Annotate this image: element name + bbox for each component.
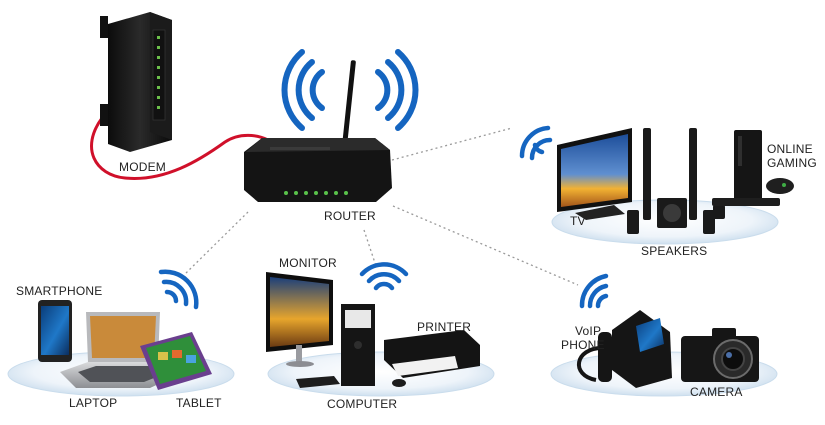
wifi-icon	[359, 262, 409, 291]
tv-icon	[557, 128, 632, 220]
link-router-mobile	[183, 211, 249, 276]
online-gaming-label-line2: GAMING	[767, 156, 817, 170]
network-links	[183, 127, 579, 286]
link-router-phone	[392, 205, 579, 286]
printer-label: PRINTER	[417, 320, 472, 334]
speakers-label: SPEAKERS	[641, 244, 708, 258]
router-label: ROUTER	[324, 209, 376, 223]
game-console-icon	[712, 130, 794, 206]
online-gaming-label-line1: ONLINE	[767, 142, 813, 156]
monitor-label: MONITOR	[279, 256, 337, 270]
modem-label: MODEM	[119, 160, 166, 174]
camera-icon	[681, 328, 759, 382]
link-router-entertainment	[391, 127, 513, 161]
voip-phone-label-line2: PHONE	[561, 338, 605, 352]
keyboard-icon	[296, 376, 340, 388]
smartphone-label: SMARTPHONE	[16, 284, 103, 298]
computer-label: COMPUTER	[327, 397, 398, 411]
voip-phone-label-line1: VoIP	[575, 324, 602, 338]
printer-icon	[384, 330, 480, 378]
wifi-icon	[281, 49, 419, 131]
tablet-icon	[140, 332, 212, 390]
camera-label: CAMERA	[690, 385, 743, 399]
desktop-tower-icon	[341, 304, 375, 386]
tablet-label: TABLET	[176, 396, 222, 410]
wifi-icon	[579, 273, 609, 309]
smartphone-icon	[38, 300, 72, 362]
speaker-icon	[627, 128, 725, 234]
wifi-icon	[519, 125, 553, 161]
router-icon	[244, 60, 392, 202]
laptop-label: LAPTOP	[69, 396, 118, 410]
online-gaming-label: ONLINE GAMING	[767, 142, 817, 170]
link-router-computer	[363, 229, 377, 267]
wifi-icon	[158, 269, 199, 310]
voip-phone-label: VoIP PHONE	[561, 324, 605, 352]
voip-phone-icon	[576, 310, 672, 388]
tv-label: TV	[570, 214, 586, 228]
modem-router-cable	[90, 117, 269, 180]
modem-icon	[100, 12, 172, 152]
mouse-icon	[392, 379, 406, 387]
monitor-icon	[266, 272, 333, 367]
